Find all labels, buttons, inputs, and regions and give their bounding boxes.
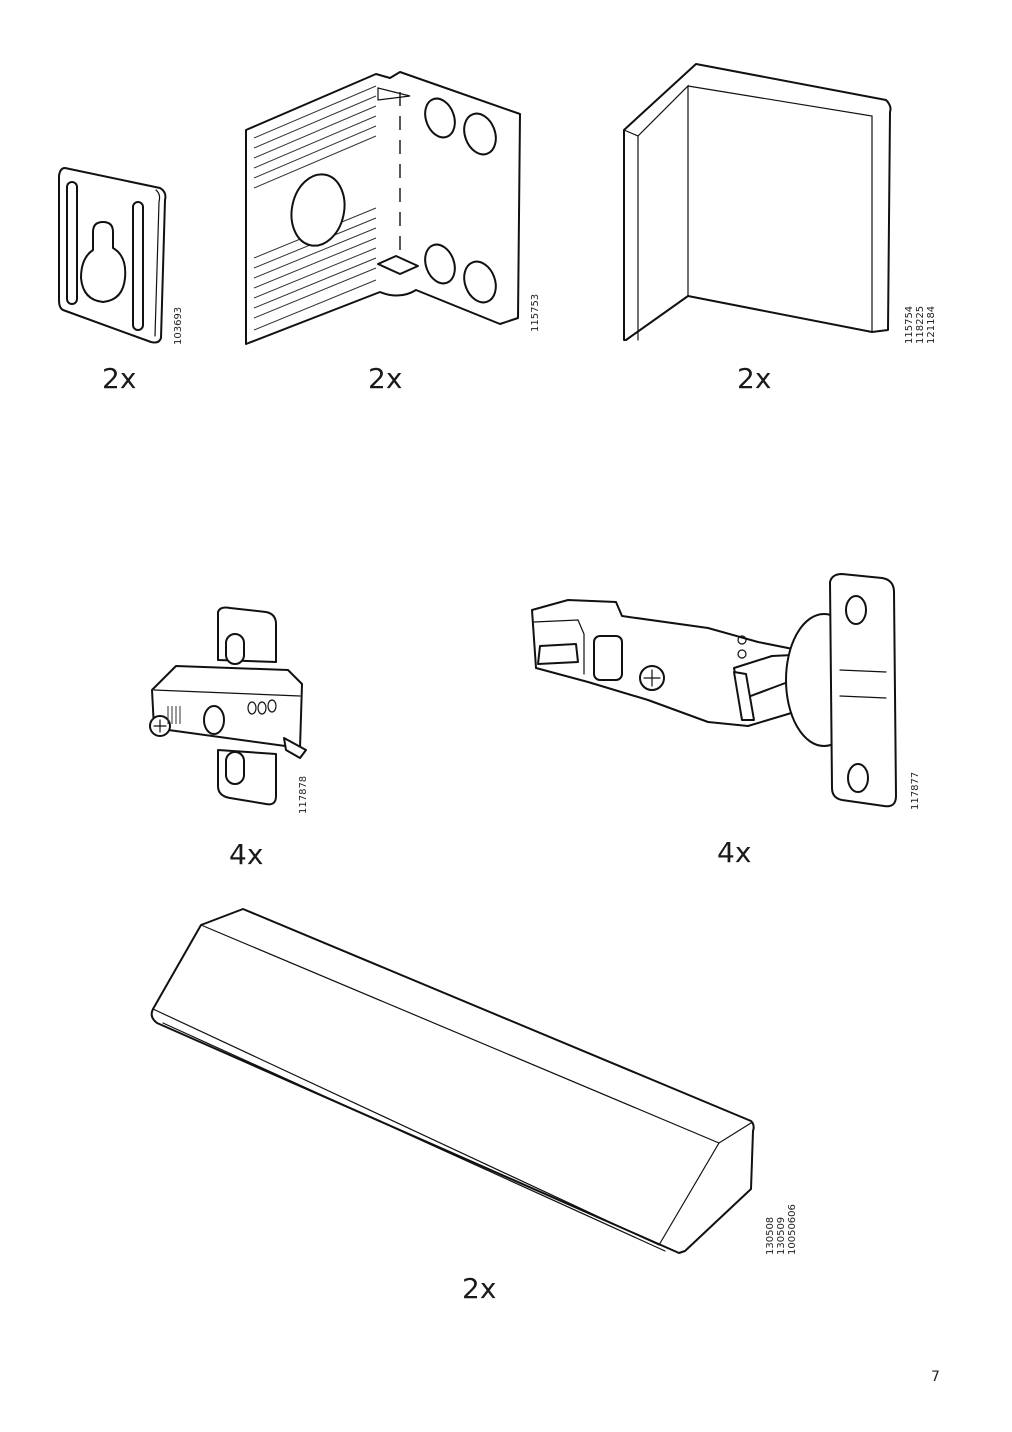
keyhole-mounting-plate-icon (58, 167, 167, 344)
quantity-label: 4x (229, 838, 264, 871)
hinge-mounting-plate-icon (149, 606, 307, 806)
part-code: 117878 (298, 775, 309, 814)
quantity-label: 2x (368, 362, 403, 395)
part-corner-bracket: 115753 (240, 68, 550, 353)
part-code: 115754 118225 121184 (904, 305, 937, 344)
part-handle: 130508 130509 10050606 (145, 905, 815, 1255)
part-hinge: 117877 (528, 570, 938, 815)
handle-bar-icon (150, 908, 755, 1254)
part-corner-piece: 115754 118225 121184 (620, 60, 950, 345)
quantity-label: 2x (737, 362, 772, 395)
corner-piece-icon (623, 63, 892, 341)
quantity-label: 2x (102, 362, 137, 395)
part-code: 117877 (910, 771, 921, 810)
part-keyhole-plate: 103693 (55, 160, 185, 350)
part-mounting-plate: 117878 (140, 600, 320, 820)
quantity-label: 2x (462, 1272, 497, 1305)
part-code: 130508 130509 10050606 (765, 1204, 798, 1255)
part-code: 115753 (530, 293, 541, 332)
part-code: 103693 (173, 306, 184, 345)
cabinet-hinge-icon (531, 573, 897, 808)
quantity-label: 4x (717, 836, 752, 869)
page-number: 7 (931, 1369, 940, 1385)
angle-bracket-icon (245, 71, 521, 345)
